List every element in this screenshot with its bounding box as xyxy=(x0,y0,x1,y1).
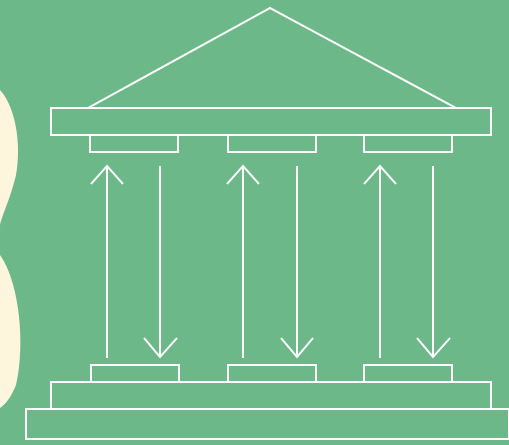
roof-outline xyxy=(87,6,457,109)
column-2-down-arrow-head xyxy=(280,337,314,359)
column-2-up-arrow-head xyxy=(226,164,260,185)
column-3-up-arrow-head xyxy=(363,164,397,185)
column-capital-2 xyxy=(227,134,317,153)
column-base-2 xyxy=(227,364,317,383)
column-capital-3 xyxy=(363,134,453,153)
entablature-beam xyxy=(50,107,492,136)
left-edge-cream-shape-lower xyxy=(0,255,21,408)
upper-step xyxy=(50,381,492,410)
column-1-up-arrow-head xyxy=(90,164,124,185)
column-capital-1 xyxy=(89,134,179,153)
column-1-down-arrow-head xyxy=(143,337,178,359)
column-base-3 xyxy=(363,364,453,383)
lower-step xyxy=(25,408,509,440)
column-3-down-arrow-head xyxy=(416,337,451,359)
column-base-1 xyxy=(90,364,180,383)
left-edge-cream-shape xyxy=(0,90,19,225)
